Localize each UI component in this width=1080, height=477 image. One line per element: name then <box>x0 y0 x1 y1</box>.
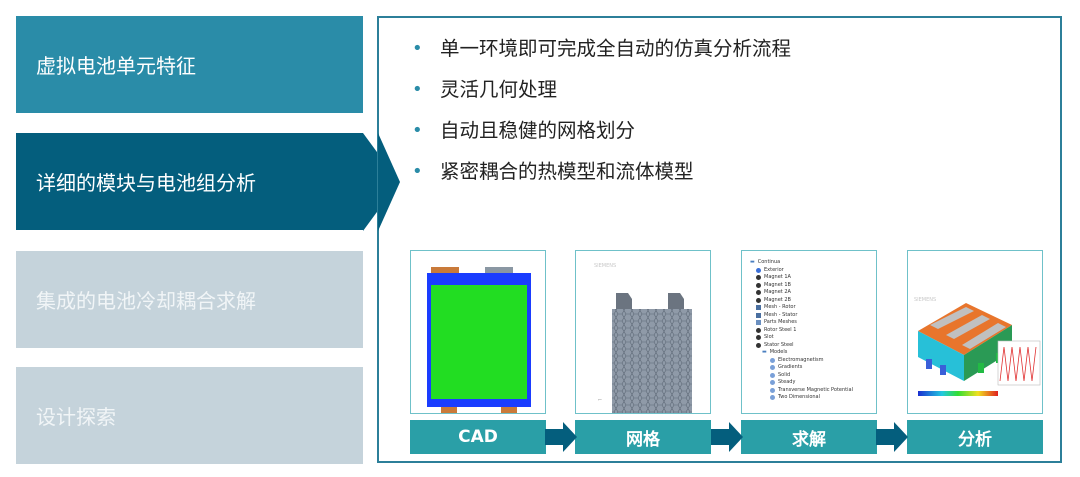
tree-item[interactable]: Mesh - Rotor <box>750 304 853 312</box>
mesh-icon <box>756 305 761 311</box>
mesh-image: SIEMENS ⌐ <box>575 250 711 414</box>
feature-list: •单一环境即可完成全自动的仿真分析流程 •灵活几何处理 •自动且稳健的网格划分 … <box>412 34 791 198</box>
sidebar-item-label: 详细的模块与电池组分析 <box>36 171 256 195</box>
list-item: •灵活几何处理 <box>412 75 791 116</box>
solver-tree-panel: ▬Continua Exterior Magnet 1A Magnet 1B M… <box>741 250 877 414</box>
stage-analysis-label: 分析 <box>907 420 1043 454</box>
arrow-right-icon <box>876 422 908 452</box>
analysis-result-graphic: SIEMENS <box>914 297 1041 396</box>
stage-mesh-label: 网格 <box>575 420 711 454</box>
tree-item[interactable]: Magnet 1A <box>750 274 853 282</box>
node-icon <box>756 290 761 296</box>
tree-item[interactable]: Steady <box>750 379 853 387</box>
sidebar-item-label: 设计探索 <box>36 405 116 429</box>
simulation-tree: ▬Continua Exterior Magnet 1A Magnet 1B M… <box>750 259 853 402</box>
bullet-icon: • <box>412 79 423 100</box>
sidebar-item-cooling[interactable]: 集成的电池冷却耦合求解 <box>16 251 363 348</box>
sidebar-item-label: 虚拟电池单元特征 <box>36 54 196 78</box>
node-icon <box>756 342 761 348</box>
tree-item[interactable]: ▬Models <box>762 349 788 355</box>
node-icon <box>756 327 761 333</box>
tree-item[interactable]: Parts Meshes <box>750 319 853 327</box>
sidebar-item-module-pack[interactable]: 详细的模块与电池组分析 <box>16 133 363 230</box>
model-icon <box>770 380 775 386</box>
bullet-icon: • <box>412 161 423 182</box>
battery-mesh-graphic: SIEMENS ⌐ <box>594 263 692 413</box>
model-icon <box>770 372 775 378</box>
cad-image <box>410 250 546 414</box>
model-icon <box>770 365 775 371</box>
tree-item[interactable]: Transverse Magnetic Potential <box>750 387 853 395</box>
list-item: •单一环境即可完成全自动的仿真分析流程 <box>412 34 791 75</box>
tree-item[interactable]: Magnet 2B <box>750 297 853 305</box>
tree-item[interactable]: Gradients <box>750 364 853 372</box>
mesh-icon <box>756 312 761 318</box>
model-icon <box>770 395 775 401</box>
node-icon <box>756 282 761 288</box>
stage-solve-label: 求解 <box>741 420 877 454</box>
arrow-right-icon <box>545 422 577 452</box>
folder-icon: ▬ <box>750 259 755 265</box>
tree-item[interactable]: Stator Steel <box>750 342 853 350</box>
svg-text:SIEMENS: SIEMENS <box>594 263 616 269</box>
battery-cad-graphic <box>427 267 531 413</box>
tree-item[interactable]: Magnet 2A <box>750 289 853 297</box>
active-pointer-arrow-inner <box>378 133 400 231</box>
tree-item[interactable]: Mesh - Stator <box>750 312 853 320</box>
mesh-icon <box>756 320 761 326</box>
node-icon <box>756 297 761 303</box>
tree-item[interactable]: Exterior <box>750 267 853 275</box>
node-icon <box>756 275 761 281</box>
sidebar-item-design-exploration[interactable]: 设计探索 <box>16 367 363 464</box>
list-item: •紧密耦合的热模型和流体模型 <box>412 157 791 198</box>
sidebar-item-virtual-cell[interactable]: 虚拟电池单元特征 <box>16 16 363 113</box>
tree-item[interactable]: Two Dimensional <box>750 394 853 402</box>
model-icon <box>770 357 775 363</box>
arrow-right-icon <box>711 422 743 452</box>
stage-cad-label: CAD <box>410 420 546 454</box>
tree-item[interactable]: Rotor Steel 1 <box>750 327 853 335</box>
node-icon <box>756 335 761 341</box>
svg-text:⌐: ⌐ <box>598 397 602 403</box>
tree-item[interactable]: ▬Continua <box>750 259 781 265</box>
tree-item[interactable]: Electromagnetism <box>750 357 853 365</box>
list-item: •自动且稳健的网格划分 <box>412 116 791 157</box>
tree-item[interactable]: Solid <box>750 372 853 380</box>
tree-item[interactable]: Slot <box>750 334 853 342</box>
model-icon <box>770 387 775 393</box>
svg-text:SIEMENS: SIEMENS <box>914 297 936 303</box>
node-icon <box>756 267 761 273</box>
sidebar-item-label: 集成的电池冷却耦合求解 <box>36 289 256 313</box>
bullet-icon: • <box>412 38 423 59</box>
tree-item[interactable]: Magnet 1B <box>750 282 853 290</box>
folder-icon: ▬ <box>762 349 767 355</box>
analysis-image: SIEMENS <box>907 250 1043 414</box>
bullet-icon: • <box>412 120 423 141</box>
